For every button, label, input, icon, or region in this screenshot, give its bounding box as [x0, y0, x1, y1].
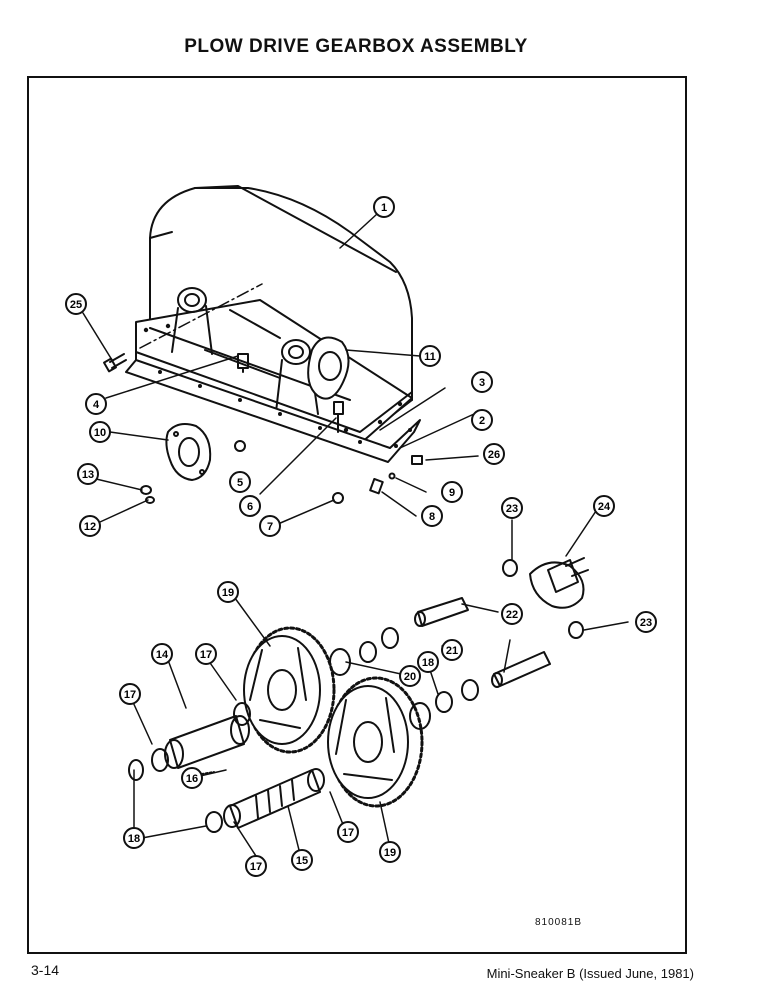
callout-10: 10 — [89, 421, 111, 443]
idler-shafts — [414, 597, 551, 688]
callout-17c: 17 — [337, 821, 359, 843]
callout-17a: 17 — [195, 643, 217, 665]
gearbox-housing — [135, 185, 413, 445]
svg-text:3: 3 — [479, 377, 485, 389]
callout-25: 25 — [65, 293, 87, 315]
callout-24: 24 — [593, 495, 615, 517]
svg-text:2: 2 — [479, 415, 485, 427]
svg-text:21: 21 — [446, 645, 458, 657]
leader-lines — [82, 213, 629, 857]
lower-gear — [327, 676, 424, 808]
callout-18c — [114, 832, 134, 852]
callout-22: 22 — [501, 603, 523, 625]
svg-text:11: 11 — [424, 351, 436, 363]
svg-text:17: 17 — [124, 689, 136, 701]
svg-text:17: 17 — [250, 861, 262, 873]
svg-text:17: 17 — [342, 827, 354, 839]
svg-text:16: 16 — [186, 773, 198, 785]
retaining-plate — [529, 557, 589, 609]
input-shaft — [128, 702, 251, 781]
page-number: 3-14 — [31, 962, 60, 978]
svg-text:18: 18 — [128, 833, 140, 845]
svg-text:23: 23 — [640, 617, 652, 629]
callout-18b: 18 — [123, 827, 145, 849]
snap-ring-23 — [502, 559, 584, 639]
svg-text:18: 18 — [422, 657, 434, 669]
svg-text:25: 25 — [70, 299, 82, 311]
callout-5: 5 — [229, 471, 251, 493]
svg-text:5: 5 — [237, 477, 243, 489]
callout-4: 4 — [85, 393, 107, 415]
callout-8: 8 — [421, 505, 443, 527]
callout-26: 26 — [483, 443, 505, 465]
svg-text:23: 23 — [506, 503, 518, 515]
svg-text:10: 10 — [94, 427, 106, 439]
upper-gear — [243, 626, 336, 754]
callout-18a: 18 — [417, 651, 439, 673]
footer-text: Mini-Sneaker B (Issued June, 1981) — [486, 966, 694, 981]
callouts: 1 2 3 4 5 6 7 8 9 10 11 12 13 14 15 16 1… — [65, 196, 657, 877]
callout-14: 14 — [151, 643, 173, 665]
callout-20: 20 — [399, 665, 421, 687]
callout-21: 21 — [441, 639, 463, 661]
drawing-number: 810081B — [535, 917, 583, 928]
callout-15: 15 — [291, 849, 313, 871]
svg-text:26: 26 — [488, 449, 500, 461]
callout-19a: 19 — [217, 581, 239, 603]
svg-text:24: 24 — [598, 501, 611, 513]
svg-text:22: 22 — [506, 609, 518, 621]
fasteners — [103, 353, 423, 504]
callout-1: 1 — [373, 196, 395, 218]
svg-text:13: 13 — [82, 469, 94, 481]
svg-text:9: 9 — [449, 487, 455, 499]
callout-13: 13 — [77, 463, 99, 485]
svg-text:17: 17 — [200, 649, 212, 661]
svg-text:15: 15 — [296, 855, 308, 867]
snap-rings — [329, 627, 479, 730]
bearing-cover — [307, 336, 350, 400]
callout-17d: 17 — [245, 855, 267, 877]
gasket — [125, 359, 421, 463]
diagram-frame — [27, 76, 687, 954]
svg-text:6: 6 — [247, 501, 253, 513]
callout-17b: 17 — [119, 683, 141, 705]
svg-text:20: 20 — [404, 671, 416, 683]
svg-text:1: 1 — [381, 202, 387, 214]
callout-3: 3 — [471, 371, 493, 393]
svg-text:8: 8 — [429, 511, 435, 523]
callout-7: 7 — [259, 515, 281, 537]
callout-19b: 19 — [379, 841, 401, 863]
svg-text:7: 7 — [267, 521, 273, 533]
callout-16: 16 — [181, 767, 203, 789]
callout-9: 9 — [441, 481, 463, 503]
callout-6: 6 — [239, 495, 261, 517]
svg-text:12: 12 — [84, 521, 96, 533]
callout-2: 2 — [471, 409, 493, 431]
svg-text:19: 19 — [222, 587, 234, 599]
pinion-shaft — [189, 768, 325, 833]
callout-23b: 23 — [635, 611, 657, 633]
callout-12: 12 — [79, 515, 101, 537]
svg-text:4: 4 — [93, 399, 100, 411]
callout-11: 11 — [419, 345, 441, 367]
callout-23a: 23 — [501, 497, 523, 519]
svg-text:19: 19 — [384, 847, 396, 859]
small-gasket — [165, 423, 212, 481]
page-title: PLOW DRIVE GEARBOX ASSEMBLY — [184, 36, 528, 57]
svg-text:14: 14 — [156, 649, 169, 661]
